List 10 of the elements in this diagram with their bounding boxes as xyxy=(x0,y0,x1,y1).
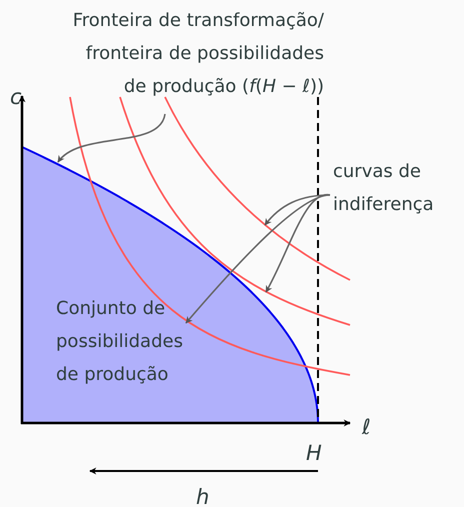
arrow-label: h xyxy=(196,484,210,507)
leader-arrow xyxy=(265,194,330,293)
annotation-text: Fronteira de transformação/ fronteira de possibilidades de produção (f(H − ℓ)) xyxy=(62,4,324,103)
annotation-text: curvas de indiferença xyxy=(333,155,463,221)
region-label: Conjunto de possibilidades de produção xyxy=(56,297,184,387)
axis-label: ℓ xyxy=(362,414,371,440)
tick-label: H xyxy=(306,440,322,466)
leader-arrow xyxy=(185,194,330,324)
axis-label: c xyxy=(10,84,22,110)
leader-arrow xyxy=(57,114,166,163)
